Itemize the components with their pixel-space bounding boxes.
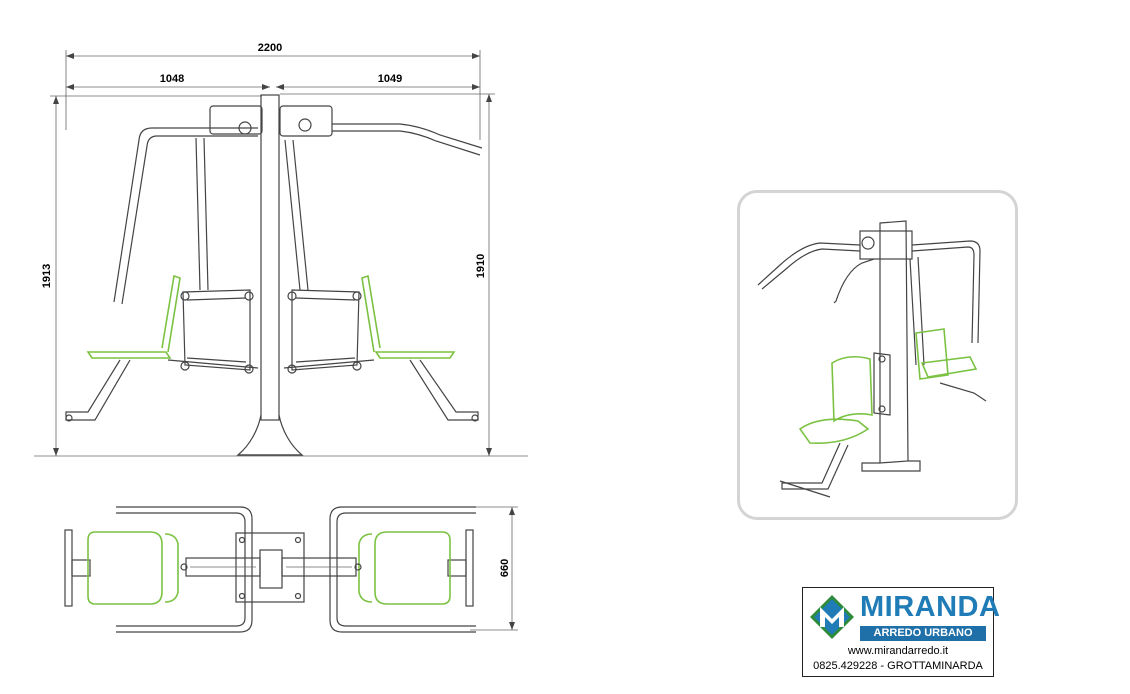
- right-width-label: 1049: [378, 73, 402, 85]
- dimension-left-width: 1048: [66, 73, 270, 90]
- right-pull-rod: [284, 139, 309, 291]
- left-linkage: [180, 289, 254, 374]
- top-view: 660: [64, 506, 518, 633]
- central-column: [209, 94, 333, 456]
- left-width-label: 1048: [160, 73, 184, 85]
- left-pull-rod: [195, 137, 209, 291]
- isometric-view-frame: [737, 190, 1018, 520]
- brand-contact: 0825.429228 - GROTTAMINARDA: [813, 660, 983, 672]
- iso-right-handle: [911, 240, 981, 344]
- iso-column: [879, 220, 909, 464]
- brand-tagline: ARREDO URBANO: [860, 626, 986, 641]
- dimension-total-width: 2200: [65, 42, 481, 140]
- right-handle-loop-top: [329, 506, 476, 633]
- brand-name: MIRANDA: [860, 591, 1001, 623]
- iso-front-legs: [781, 442, 849, 490]
- dimension-right-height: 1910: [280, 93, 495, 456]
- right-seat-top: [358, 531, 451, 605]
- right-linkage: [287, 289, 362, 374]
- depth-label: 660: [499, 559, 511, 577]
- dimension-depth: 660: [470, 506, 518, 631]
- miranda-logo-icon: [808, 593, 856, 641]
- left-handle-loop-top: [116, 506, 253, 633]
- brand-website[interactable]: www.mirandarredo.it: [847, 645, 949, 657]
- total-width-label: 2200: [258, 42, 282, 54]
- right-handle-bar: [332, 123, 483, 149]
- brand-logo: MIRANDA ARREDO URBANO www.mirandarredo.i…: [802, 587, 1000, 677]
- left-seat-top: [87, 531, 179, 605]
- front-elevation: 2200 1048 1049 1913: [34, 42, 528, 457]
- central-mechanism-top: [180, 532, 362, 603]
- right-foot-plate: [465, 529, 474, 607]
- right-height-label: 1910: [475, 254, 487, 278]
- left-foot-plate: [64, 529, 73, 607]
- iso-back-seat: [915, 328, 949, 380]
- iso-front-seat: [831, 355, 873, 423]
- dimension-left-height: 1913: [41, 95, 262, 456]
- right-seat: [283, 274, 479, 422]
- isometric-view: [757, 220, 987, 498]
- iso-left-handle: [757, 242, 861, 286]
- left-height-label: 1913: [41, 264, 53, 288]
- dimension-right-width: 1049: [276, 73, 480, 90]
- left-seat: [65, 274, 259, 422]
- left-handle-bar: [113, 127, 258, 303]
